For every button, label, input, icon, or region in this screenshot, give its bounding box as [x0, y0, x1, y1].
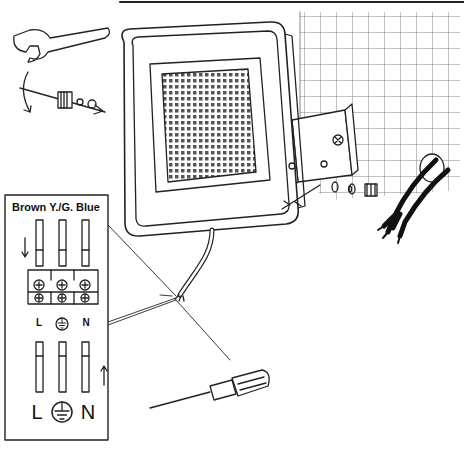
wiring-inset: [5, 195, 108, 440]
earth-symbol: [52, 402, 72, 422]
earth-symbol: [56, 318, 68, 330]
wrench: [14, 28, 110, 62]
terminal-letter: L: [31, 402, 42, 422]
terminal-letter: L: [36, 318, 42, 328]
floodlight-housing: [122, 22, 305, 236]
bolt-left: [20, 72, 105, 114]
terminal-letter: N: [81, 402, 95, 422]
terminal-letter: N: [82, 318, 89, 328]
wire-colour-heading: Brown Y./G. Blue: [12, 202, 100, 213]
screwdriver: [150, 370, 269, 408]
bolt-right: [282, 163, 377, 209]
